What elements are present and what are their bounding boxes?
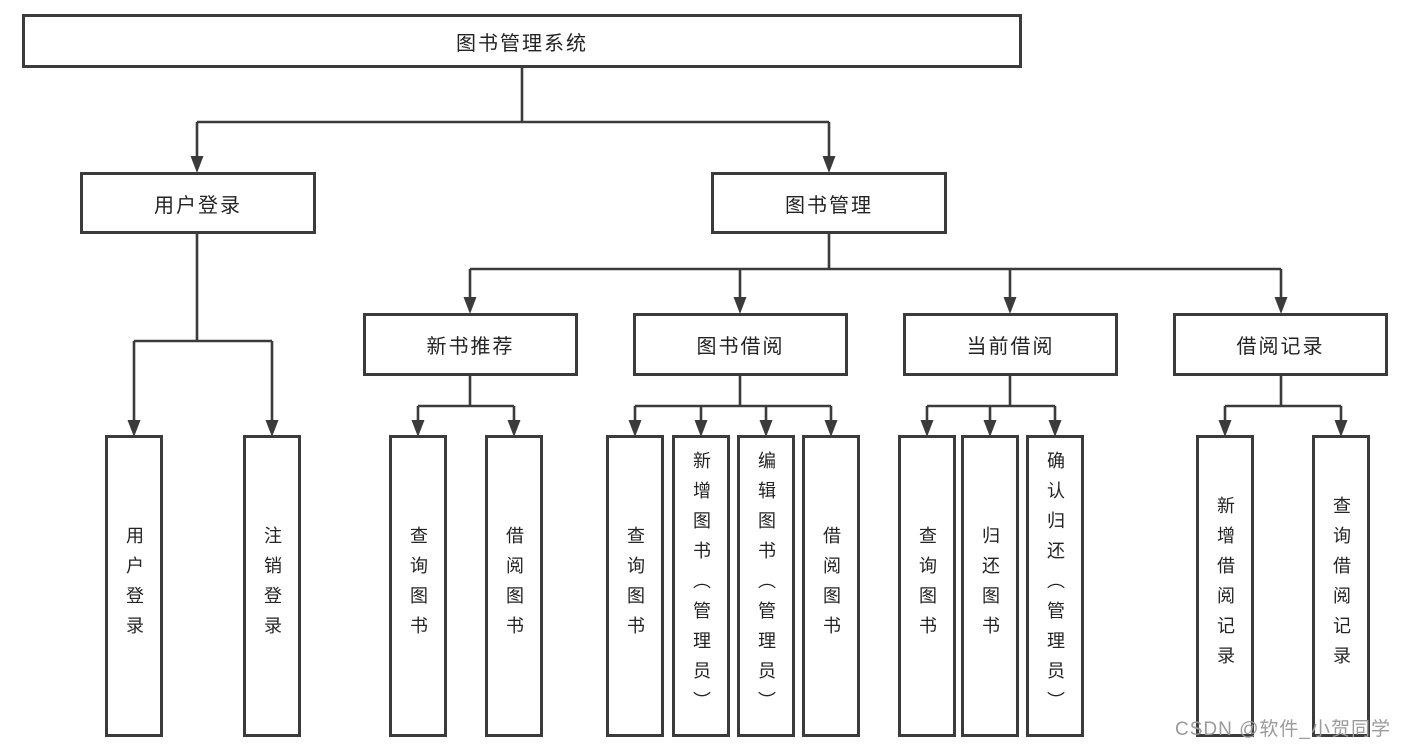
edges-root-to-level2 xyxy=(190,68,836,173)
leaf-label: 查询图书 xyxy=(625,526,645,646)
leaf-edit-book-admin: 编辑图书（管理员） xyxy=(737,435,795,737)
node-label: 借阅记录 xyxy=(1236,336,1325,358)
edges-new-book-recommend-to-leaves xyxy=(411,376,521,437)
leaf-user-login: 用户登录 xyxy=(105,435,163,737)
csdn-watermark: CSDN @软件_小贺同学 xyxy=(1175,719,1391,740)
leaf-label: 借阅图书 xyxy=(504,526,524,646)
node-new-book-recommend: 新书推荐 xyxy=(363,313,578,376)
node-current-borrowing: 当前借阅 xyxy=(903,313,1118,376)
edges-current-borrowing-to-leaves xyxy=(920,376,1062,437)
leaf-label: 查询图书 xyxy=(408,526,428,646)
node-borrow-records: 借阅记录 xyxy=(1173,313,1388,376)
leaf-label: 新增借阅记录 xyxy=(1215,496,1235,676)
node-label: 用户登录 xyxy=(154,194,242,217)
leaf-label: 查询图书 xyxy=(917,526,937,646)
edges-user-login-to-leaves xyxy=(127,234,279,437)
leaf-label: 用户登录 xyxy=(124,526,144,646)
edges-book-management-to-level3 xyxy=(463,234,1288,314)
node-label: 图书管理系统 xyxy=(456,32,588,55)
leaf-borrow-books: 借阅图书 xyxy=(802,435,860,737)
leaf-confirm-return-admin: 确认归还（管理员） xyxy=(1026,435,1084,737)
leaf-borrow-books-recommend: 借阅图书 xyxy=(485,435,543,737)
leaf-query-books-borrowing: 查询图书 xyxy=(606,435,664,737)
leaf-label: 注销登录 xyxy=(262,526,282,646)
leaf-label: 编辑图书（管理员） xyxy=(756,451,776,721)
leaf-label: 新增图书（管理员） xyxy=(691,451,711,721)
leaf-query-books-recommend: 查询图书 xyxy=(389,435,447,737)
node-label: 当前借阅 xyxy=(966,336,1055,358)
leaf-label: 归还图书 xyxy=(980,526,1000,646)
edges-book-borrowing-to-leaves xyxy=(628,376,838,437)
leaf-query-borrow-record: 查询借阅记录 xyxy=(1312,435,1370,737)
node-book-management: 图书管理 xyxy=(711,172,947,234)
node-label: 新书推荐 xyxy=(426,336,515,358)
leaf-label: 查询借阅记录 xyxy=(1331,496,1351,676)
leaf-add-book-admin: 新增图书（管理员） xyxy=(672,435,730,737)
leaf-add-borrow-record: 新增借阅记录 xyxy=(1196,435,1254,737)
leaf-logout: 注销登录 xyxy=(243,435,301,737)
node-book-borrowing: 图书借阅 xyxy=(633,313,848,376)
leaf-query-books-current: 查询图书 xyxy=(898,435,956,737)
leaf-return-book: 归还图书 xyxy=(961,435,1019,737)
node-library-management-system: 图书管理系统 xyxy=(22,14,1022,68)
leaf-label: 确认归还（管理员） xyxy=(1045,451,1065,721)
node-label: 图书借阅 xyxy=(696,336,785,358)
node-user-login: 用户登录 xyxy=(80,172,316,234)
leaf-label: 借阅图书 xyxy=(821,526,841,646)
edges-borrow-records-to-leaves xyxy=(1218,376,1348,437)
node-label: 图书管理 xyxy=(785,194,873,217)
